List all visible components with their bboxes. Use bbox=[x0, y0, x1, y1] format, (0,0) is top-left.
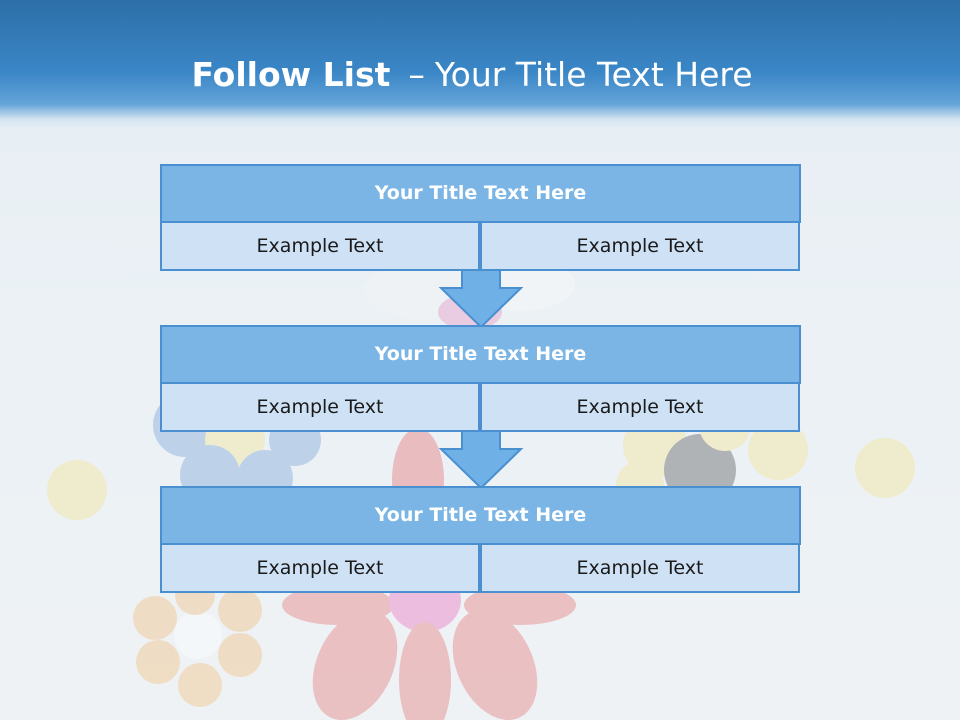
list-block-1: Your Title Text Here Example Text Exampl… bbox=[160, 164, 801, 271]
block-title: Your Title Text Here bbox=[160, 164, 801, 223]
title-separator: – bbox=[408, 55, 425, 94]
down-arrow-icon bbox=[438, 430, 524, 490]
list-block-2: Your Title Text Here Example Text Exampl… bbox=[160, 325, 801, 432]
title-rest: Your Title Text Here bbox=[434, 55, 753, 94]
block-left-cell: Example Text bbox=[160, 543, 480, 593]
title-bold: Follow List bbox=[191, 55, 391, 94]
block-right-cell: Example Text bbox=[480, 543, 800, 593]
block-right-cell: Example Text bbox=[480, 221, 800, 271]
block-left-cell: Example Text bbox=[160, 382, 480, 432]
block-right-cell: Example Text bbox=[480, 382, 800, 432]
down-arrow-icon bbox=[438, 269, 524, 329]
block-title: Your Title Text Here bbox=[160, 486, 801, 545]
list-block-3: Your Title Text Here Example Text Exampl… bbox=[160, 486, 801, 593]
block-left-cell: Example Text bbox=[160, 221, 480, 271]
block-title: Your Title Text Here bbox=[160, 325, 801, 384]
header-band bbox=[0, 0, 960, 130]
slide-title: Follow List–Your Title Text Here bbox=[0, 52, 944, 98]
